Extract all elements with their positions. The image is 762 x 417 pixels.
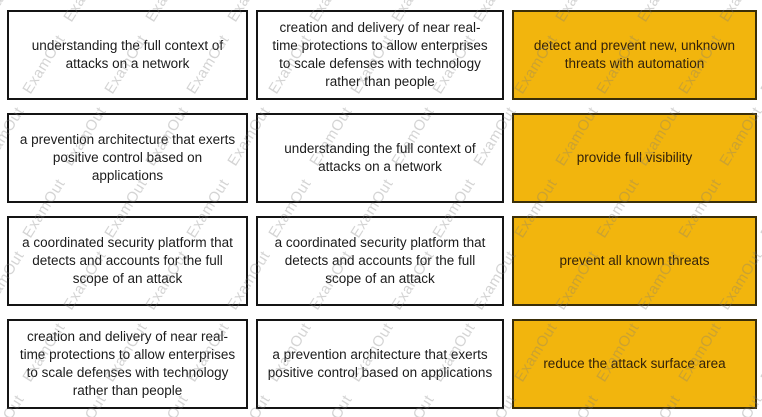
option-card[interactable]: a prevention architecture that exerts po… (7, 113, 248, 203)
answer-slot[interactable]: a prevention architecture that exerts po… (256, 319, 504, 409)
category-target[interactable]: detect and prevent new, unknown threats … (512, 10, 757, 100)
answer-slot[interactable]: a coordinated security platform that det… (256, 216, 504, 306)
answer-slot[interactable]: understanding the full context of attack… (256, 113, 504, 203)
option-card[interactable]: a coordinated security platform that det… (7, 216, 248, 306)
answer-slot[interactable]: creation and delivery of near real-time … (256, 10, 504, 100)
option-card[interactable]: understanding the full context of attack… (7, 10, 248, 100)
option-card[interactable]: creation and delivery of near real-time … (7, 319, 248, 409)
category-target[interactable]: reduce the attack surface area (512, 319, 757, 409)
category-target[interactable]: provide full visibility (512, 113, 757, 203)
category-target[interactable]: prevent all known threats (512, 216, 757, 306)
